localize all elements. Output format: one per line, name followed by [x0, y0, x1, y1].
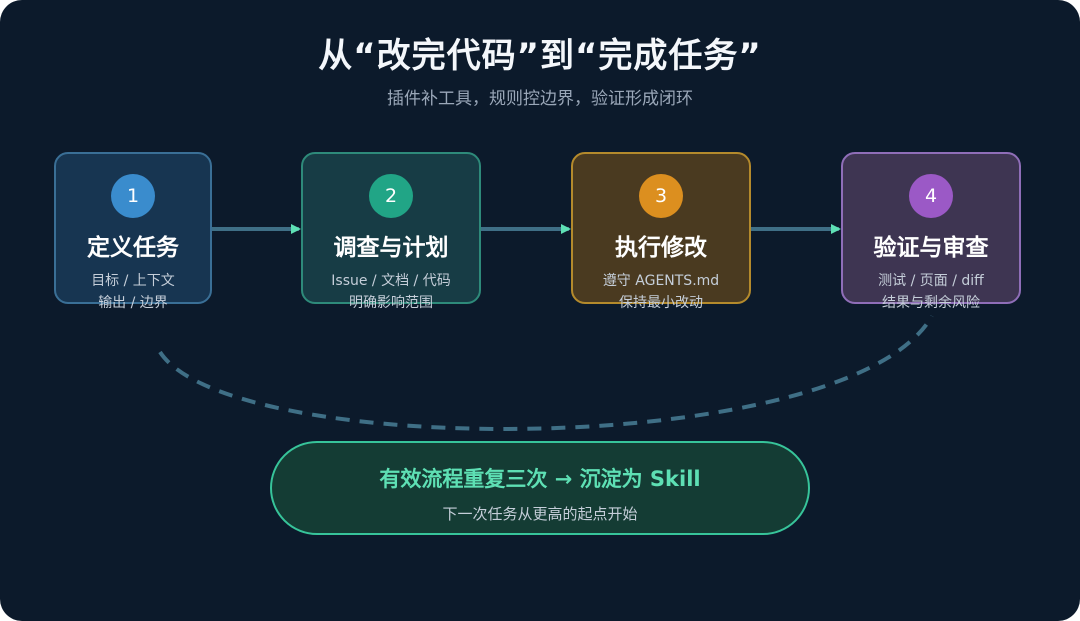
step-card-verify-review: 4 验证与审查 测试 / 页面 / diff 结果与剩余风险 — [841, 152, 1021, 311]
feedback-loop-curve — [158, 315, 934, 431]
step-detail-line-2: 保持最小改动 — [619, 295, 703, 311]
step-detail-line-1: 目标 / 上下文 — [91, 273, 175, 289]
step-detail-line-1: Issue / 文档 / 代码 — [331, 273, 451, 289]
step-card-execute-changes: 3 执行修改 遵守 AGENTS.md 保持最小改动 — [571, 152, 751, 311]
step-card-define-task: 1 定义任务 目标 / 上下文 输出 / 边界 — [54, 152, 212, 311]
step-number-badge: 4 — [909, 174, 953, 218]
step-number-badge: 2 — [369, 174, 413, 218]
step-title: 定义任务 — [87, 235, 179, 261]
page-subtitle: 插件补工具，规则控边界，验证形成闭环 — [387, 89, 693, 109]
step-number-badge: 3 — [639, 174, 683, 218]
step-detail-line-2: 输出 / 边界 — [98, 295, 168, 311]
skill-summary-title: 有效流程重复三次 → 沉淀为 Skill — [379, 467, 701, 491]
step-number-badge: 1 — [111, 174, 155, 218]
step-detail-line-1: 测试 / 页面 / diff — [878, 273, 984, 289]
skill-summary-subtitle: 下一次任务从更高的起点开始 — [442, 505, 638, 523]
step-card-investigate-plan: 2 调查与计划 Issue / 文档 / 代码 明确影响范围 — [301, 152, 481, 311]
step-detail-line-2: 明确影响范围 — [349, 295, 433, 311]
skill-summary-box: 有效流程重复三次 → 沉淀为 Skill 下一次任务从更高的起点开始 — [270, 441, 810, 535]
step-detail-line-2: 结果与剩余风险 — [882, 295, 980, 311]
step-title: 验证与审查 — [873, 235, 989, 261]
step-title: 调查与计划 — [333, 235, 449, 261]
page-title: 从“改完代码”到“完成任务” — [318, 36, 762, 76]
step-detail-line-1: 遵守 AGENTS.md — [602, 273, 720, 289]
step-title: 执行修改 — [615, 235, 707, 261]
